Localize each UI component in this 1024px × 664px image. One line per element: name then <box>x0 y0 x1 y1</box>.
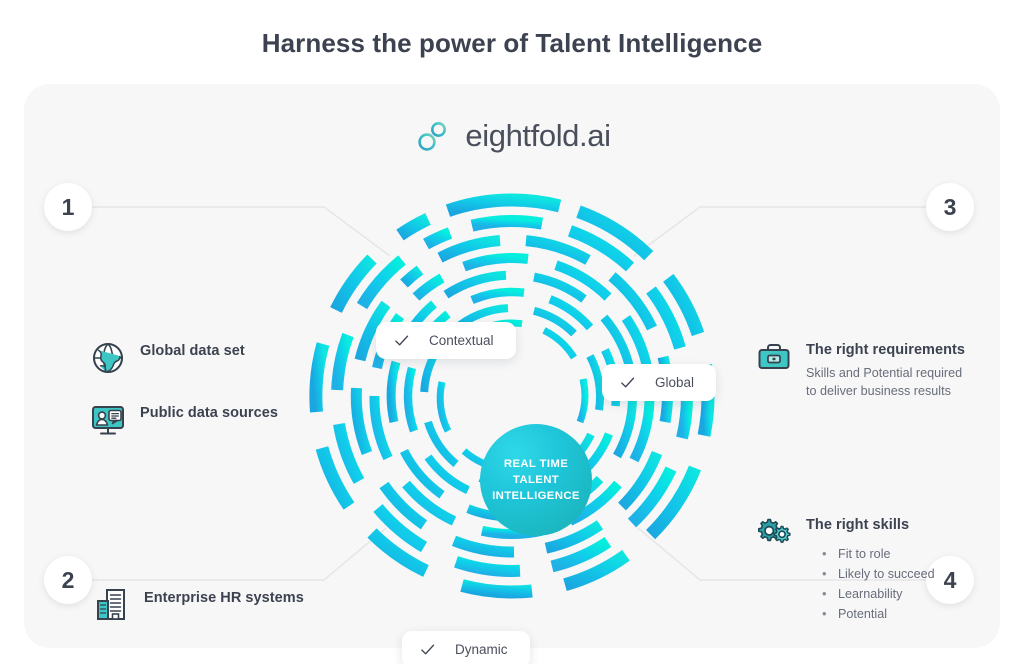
feature-title: The right requirements <box>806 342 966 358</box>
feature-bullet-list: Fit to role Likely to succeed Learnabili… <box>806 544 935 625</box>
feature-the-right-skills: The right skills Fit to role Likely to s… <box>756 514 935 625</box>
feature-title: The right skills <box>806 517 910 533</box>
office-building-icon <box>97 589 125 620</box>
step-badge-3: 3 <box>926 183 974 231</box>
content-panel: eightfold.ai <box>24 84 1000 664</box>
feature-global-data-set: Global data set <box>90 340 245 376</box>
badge-label: 4 <box>943 566 957 593</box>
list-item: Likely to succeed <box>822 564 935 585</box>
gears-icon <box>757 518 791 543</box>
check-icon <box>395 335 409 346</box>
badge-label: 2 <box>61 566 75 593</box>
infinity-loops-icon <box>418 122 447 151</box>
core-circle: REAL TIME TALENT INTELLIGENCE <box>480 424 592 536</box>
feature-enterprise-hr-systems: Enterprise HR systems <box>94 587 304 623</box>
feature-subtitle-line-1: Skills and Potential required <box>806 366 963 380</box>
page-title: Harness the power of Talent Intelligence <box>261 28 763 58</box>
chip-global[interactable]: Global <box>602 364 717 401</box>
chip-label: Contextual <box>429 333 494 348</box>
globe-icon <box>93 343 123 374</box>
badge-label: 1 <box>61 193 75 220</box>
public-data-icon <box>92 406 124 435</box>
core-line-2: TALENT <box>512 473 560 486</box>
core-line-3: INTELLIGENCE <box>492 490 580 503</box>
feature-title: Public data sources <box>140 405 278 421</box>
brand-logo-text: eightfold.ai <box>465 118 611 153</box>
core-line-1: REAL TIME <box>503 457 569 470</box>
list-item: Fit to role <box>822 544 935 565</box>
chip-label: Global <box>655 375 695 390</box>
list-item: Learnability <box>822 584 935 605</box>
step-badge-1: 1 <box>44 183 92 231</box>
feature-subtitle-line-2: to deliver business results <box>806 383 951 398</box>
chip-label: Dynamic <box>455 642 508 657</box>
feature-public-data-sources: Public data sources <box>90 402 278 438</box>
brand-logo: eightfold.ai <box>24 116 1000 156</box>
feature-title: Global data set <box>140 343 245 359</box>
chip-contextual[interactable]: Contextual <box>376 322 516 359</box>
briefcase-icon <box>758 344 790 369</box>
chip-dynamic[interactable]: Dynamic <box>402 631 530 664</box>
list-item: Potential <box>822 604 935 625</box>
feature-title: Enterprise HR systems <box>144 590 304 606</box>
feature-subtitle: Skills and Potential required to deliver… <box>806 365 965 401</box>
check-icon <box>421 644 435 655</box>
feature-the-right-requirements: The right requirements Skills and Potent… <box>756 339 965 401</box>
badge-label: 3 <box>943 193 957 220</box>
step-badge-2: 2 <box>44 556 92 604</box>
check-icon <box>621 377 635 388</box>
